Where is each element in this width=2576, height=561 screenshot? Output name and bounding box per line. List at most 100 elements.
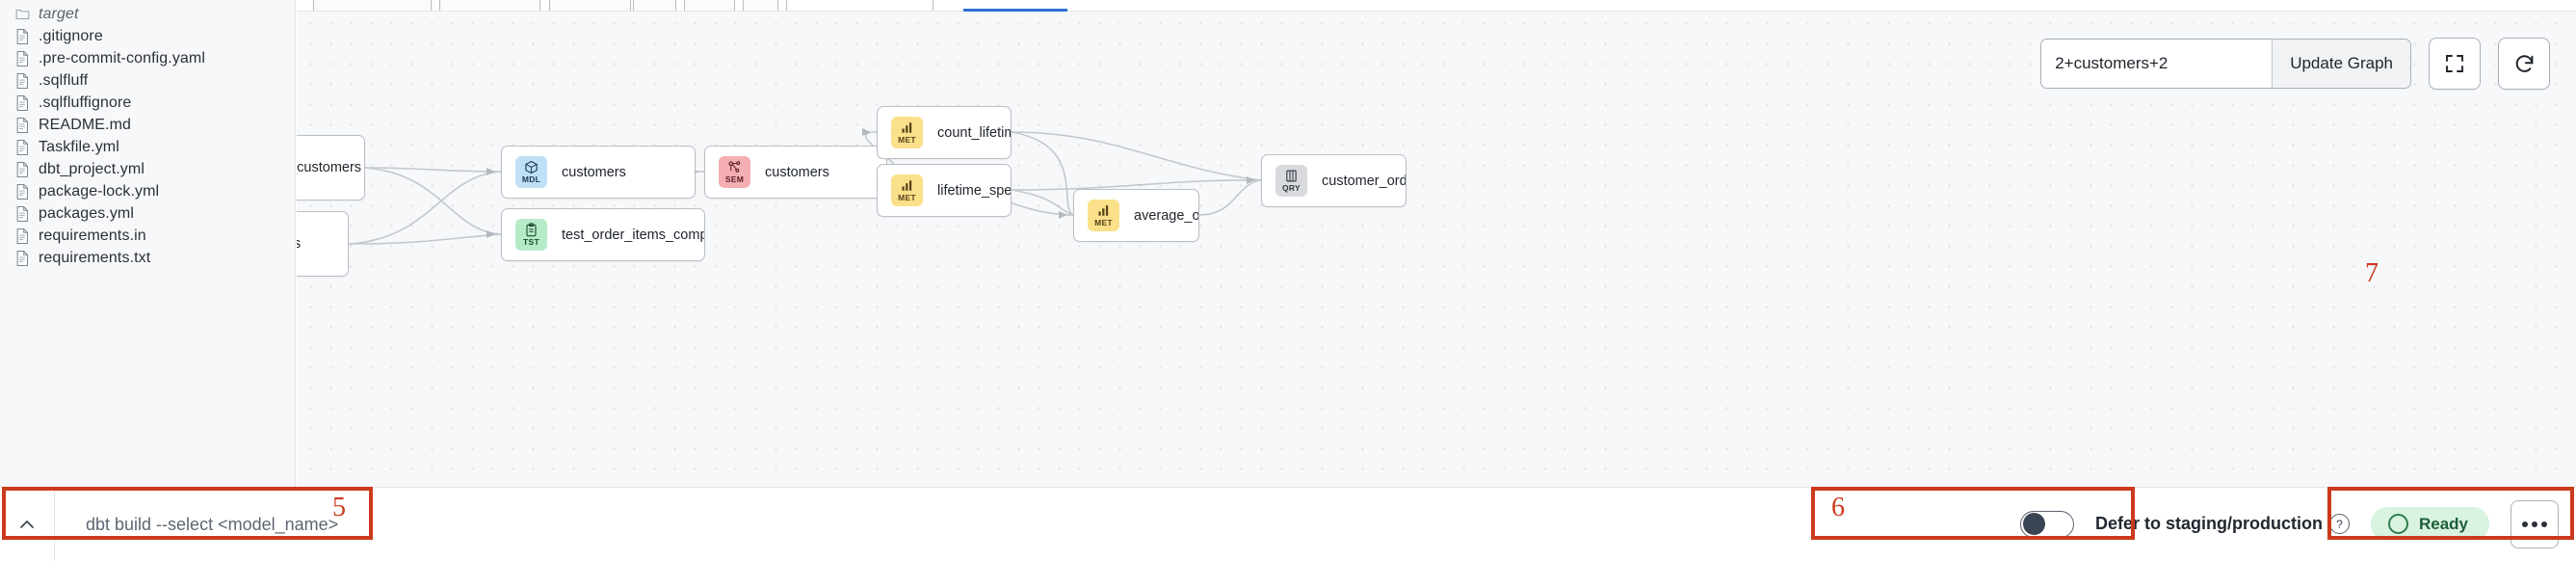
- overflow-menu-button[interactable]: [2510, 499, 2559, 548]
- command-input[interactable]: dbt build --select <model_name>: [86, 514, 339, 534]
- graph-node-orders[interactable]: orders: [297, 211, 349, 277]
- file-explorer[interactable]: target .gitignore .pre-commit-config.yam…: [0, 0, 296, 487]
- file-label: .sqlfluffignore: [39, 94, 132, 111]
- graph-node-label: customers: [765, 164, 829, 180]
- file-label: target: [39, 5, 79, 22]
- editor-tab[interactable]: [633, 0, 676, 11]
- file-icon: [16, 94, 28, 111]
- file-label: .sqlfluff: [39, 71, 89, 89]
- defer-toggle[interactable]: [2019, 510, 2074, 538]
- ellipsis-icon: [2522, 521, 2528, 527]
- refresh-button[interactable]: [2498, 38, 2550, 90]
- question-mark-icon[interactable]: ?: [2328, 514, 2350, 534]
- metric-icon: [902, 180, 912, 191]
- metric-badge: MET: [891, 174, 923, 206]
- file-row-package-lock[interactable]: package-lock.yml: [0, 180, 295, 202]
- graph-node-test-order-items[interactable]: TST test_order_items_compute_to_bools…: [501, 208, 705, 261]
- fullscreen-button[interactable]: [2429, 38, 2481, 90]
- graph-selector-combo[interactable]: 2+customers+2 Update Graph: [2040, 39, 2411, 89]
- status-label: Ready: [2418, 514, 2468, 533]
- fullscreen-icon: [2446, 55, 2463, 72]
- metric-icon: [902, 122, 912, 133]
- graph-toolbar[interactable]: 2+customers+2 Update Graph: [2040, 38, 2550, 90]
- file-label: .gitignore: [39, 27, 103, 44]
- metric-badge: MET: [891, 117, 923, 148]
- file-label: packages.yml: [39, 204, 135, 222]
- file-label: package-lock.yml: [39, 182, 160, 200]
- semantic-icon: [728, 161, 741, 174]
- status-badge[interactable]: Ready: [2370, 507, 2489, 541]
- file-row-requirements-in[interactable]: requirements.in: [0, 225, 295, 247]
- file-icon: [16, 139, 28, 155]
- semantic-badge: SEM: [719, 156, 750, 188]
- file-icon: [16, 72, 28, 89]
- graph-node-stg-customers[interactable]: tg_customers: [297, 135, 365, 200]
- folder-icon: [15, 9, 30, 19]
- editor-tab-active[interactable]: [786, 0, 933, 11]
- graph-node-label: average_order_value: [1134, 207, 1198, 224]
- annotation-number-7: 7: [2365, 258, 2379, 288]
- circle-icon: [2387, 514, 2408, 534]
- badge-text: MET: [898, 135, 916, 146]
- annotation-number-5: 5: [332, 493, 346, 522]
- file-row-sqlfluffignore[interactable]: .sqlfluffignore: [0, 92, 295, 114]
- file-label: README.md: [39, 116, 132, 133]
- editor-tab[interactable]: [313, 0, 432, 11]
- chevron-up-icon[interactable]: [0, 488, 55, 561]
- graph-node-lifetime-spend-pretax[interactable]: MET lifetime_spend_pretax: [877, 164, 1012, 217]
- file-icon: [16, 28, 28, 44]
- editor-tab[interactable]: [439, 0, 540, 11]
- file-label: Taskfile.yml: [39, 138, 119, 155]
- editor-tab[interactable]: [684, 0, 735, 11]
- metric-icon: [1098, 205, 1109, 216]
- graph-node-customer-order-metrics[interactable]: QRY customer_order_metrics: [1261, 154, 1406, 207]
- file-icon: [16, 250, 28, 266]
- file-icon: [16, 205, 28, 222]
- file-row-taskfile[interactable]: Taskfile.yml: [0, 136, 295, 158]
- badge-text: QRY: [1281, 183, 1301, 194]
- graph-node-customers-model[interactable]: MDL customers: [501, 146, 696, 199]
- file-row-target[interactable]: target: [0, 3, 295, 25]
- graph-node-count-lifetime-orders[interactable]: MET count_lifetime_orders: [877, 106, 1012, 159]
- graph-node-label: tg_customers: [297, 160, 362, 175]
- editor-tab-strip[interactable]: [297, 0, 977, 12]
- badge-text: MET: [898, 193, 916, 203]
- editor-tab[interactable]: [549, 0, 631, 11]
- file-icon: [16, 117, 28, 133]
- graph-node-label: customers: [562, 164, 626, 180]
- file-row-readme[interactable]: README.md: [0, 114, 295, 136]
- badge-text: SEM: [724, 174, 745, 185]
- active-tab-underline: [963, 9, 1067, 12]
- graph-node-average-order-value[interactable]: MET average_order_value: [1073, 189, 1199, 242]
- file-icon: [16, 50, 28, 67]
- file-row-gitignore[interactable]: .gitignore: [0, 25, 295, 47]
- file-row-requirements-txt[interactable]: requirements.txt: [0, 247, 295, 269]
- graph-selector-input[interactable]: 2+customers+2: [2041, 40, 2273, 88]
- graph-node-label: orders: [297, 236, 302, 252]
- file-label: requirements.in: [39, 227, 146, 244]
- badge-text: TST: [523, 237, 539, 248]
- file-label: .pre-commit-config.yaml: [39, 49, 206, 67]
- update-graph-button[interactable]: Update Graph: [2272, 40, 2410, 88]
- file-row-pre-commit-config[interactable]: .pre-commit-config.yaml: [0, 47, 295, 69]
- annotation-number-6: 6: [1831, 493, 1845, 522]
- test-badge: TST: [515, 219, 547, 251]
- graph-node-customers-semantic[interactable]: SEM customers: [704, 146, 887, 199]
- editor-tab[interactable]: [743, 0, 778, 11]
- clipboard-icon: [526, 223, 537, 237]
- file-row-sqlfluff[interactable]: .sqlfluff: [0, 69, 295, 92]
- ellipsis-icon: [2541, 521, 2547, 527]
- status-bar[interactable]: Defer to staging/production ? Ready: [2019, 487, 2559, 561]
- file-row-dbt-project[interactable]: dbt_project.yml: [0, 158, 295, 180]
- defer-label-group: Defer to staging/production ?: [2095, 514, 2350, 534]
- file-row-packages[interactable]: packages.yml: [0, 202, 295, 225]
- metric-badge: MET: [1088, 200, 1119, 231]
- refresh-icon: [2515, 54, 2533, 72]
- file-icon: [16, 161, 28, 177]
- query-badge: QRY: [1275, 165, 1307, 197]
- cube-icon: [525, 161, 538, 174]
- badge-text: MDL: [521, 174, 541, 185]
- file-label: requirements.txt: [39, 249, 151, 266]
- command-bar[interactable]: dbt build --select <model_name>: [0, 487, 2576, 561]
